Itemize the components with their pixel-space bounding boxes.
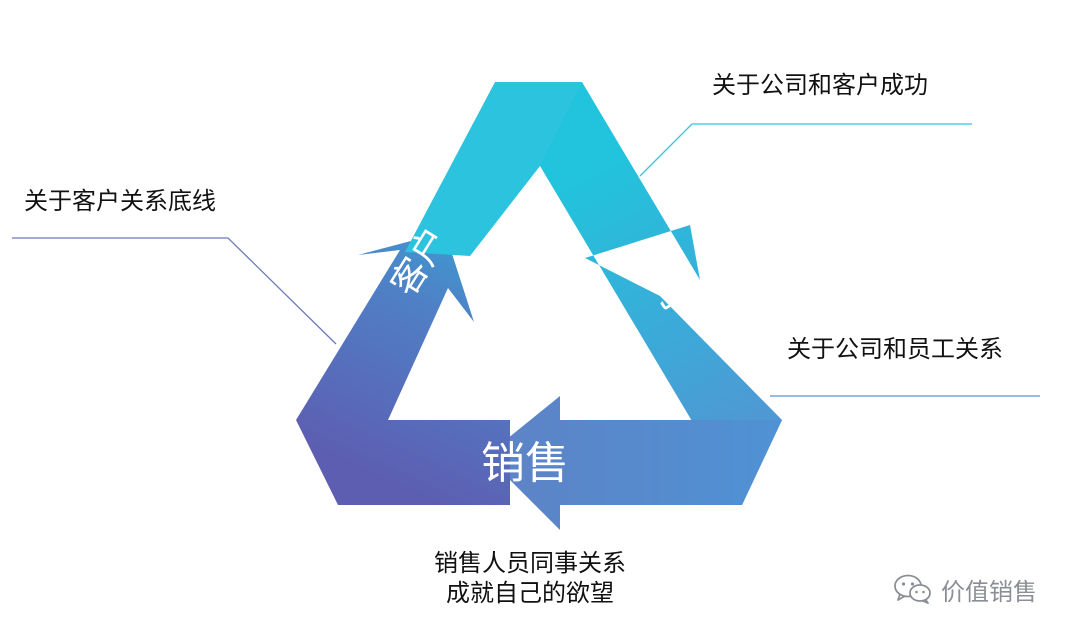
caption-customer-relationship: 关于客户关系底线 (24, 187, 216, 215)
arrow-arm-sales (486, 396, 782, 530)
watermark: 价值销售 (893, 572, 1053, 606)
watermark-text: 价值销售 (941, 577, 1037, 606)
arm-label-sales: 销售 (481, 438, 569, 489)
wechat-icon (894, 574, 931, 604)
arrow-arm-customer (296, 232, 510, 505)
caption-sales-line-1: 销售人员同事关系 (434, 549, 626, 577)
caption-sales-colleague: 销售人员同事关系 成就自己的欲望 (380, 548, 680, 608)
leader-line-company-customer (639, 123, 972, 177)
arrow-fold-top (405, 82, 582, 256)
leader-line-customer (12, 237, 337, 345)
caption-sales-line-2: 成就自己的欲望 (446, 579, 614, 607)
caption-company-customer-success: 关于公司和客户成功 (712, 71, 928, 99)
caption-company-employee-relationship: 关于公司和员工关系 (787, 335, 1003, 363)
arrow-arm-company (495, 82, 782, 505)
